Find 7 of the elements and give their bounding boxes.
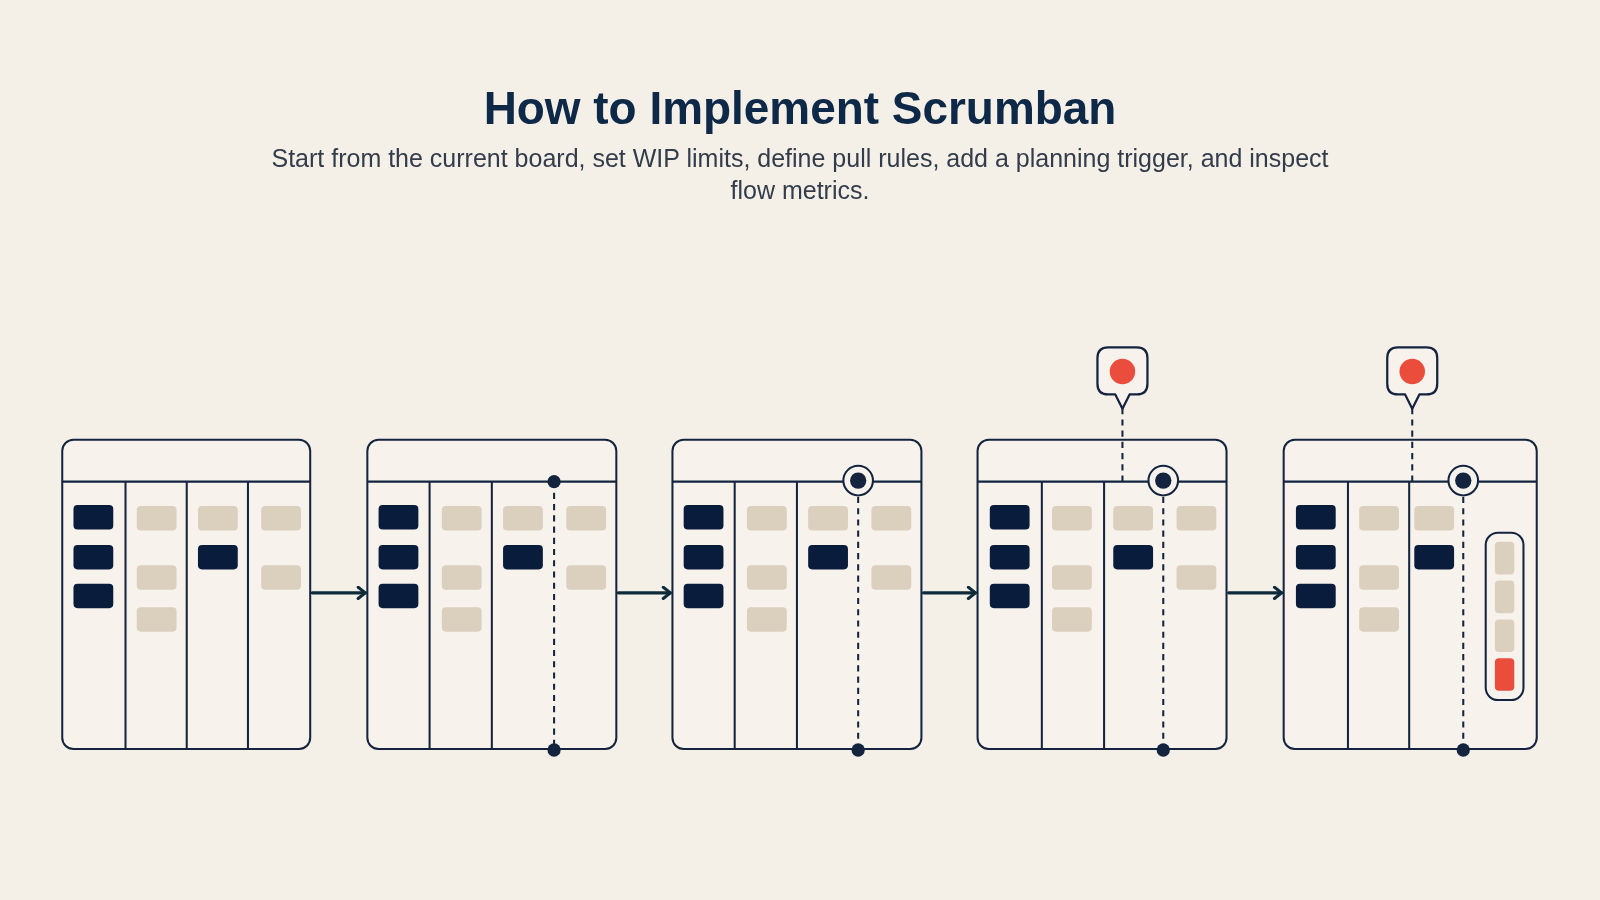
arrow bbox=[1227, 585, 1284, 600]
subtitle: Start from the current board, set WIP limits, define pull rules, add a planning trigger, and inspect flow metrics. bbox=[270, 143, 1330, 207]
arrow bbox=[310, 585, 367, 600]
kanban-board bbox=[61, 438, 312, 750]
title: How to Implement Scrumban bbox=[483, 81, 1117, 137]
arrow bbox=[921, 585, 978, 600]
arrow bbox=[616, 585, 672, 600]
